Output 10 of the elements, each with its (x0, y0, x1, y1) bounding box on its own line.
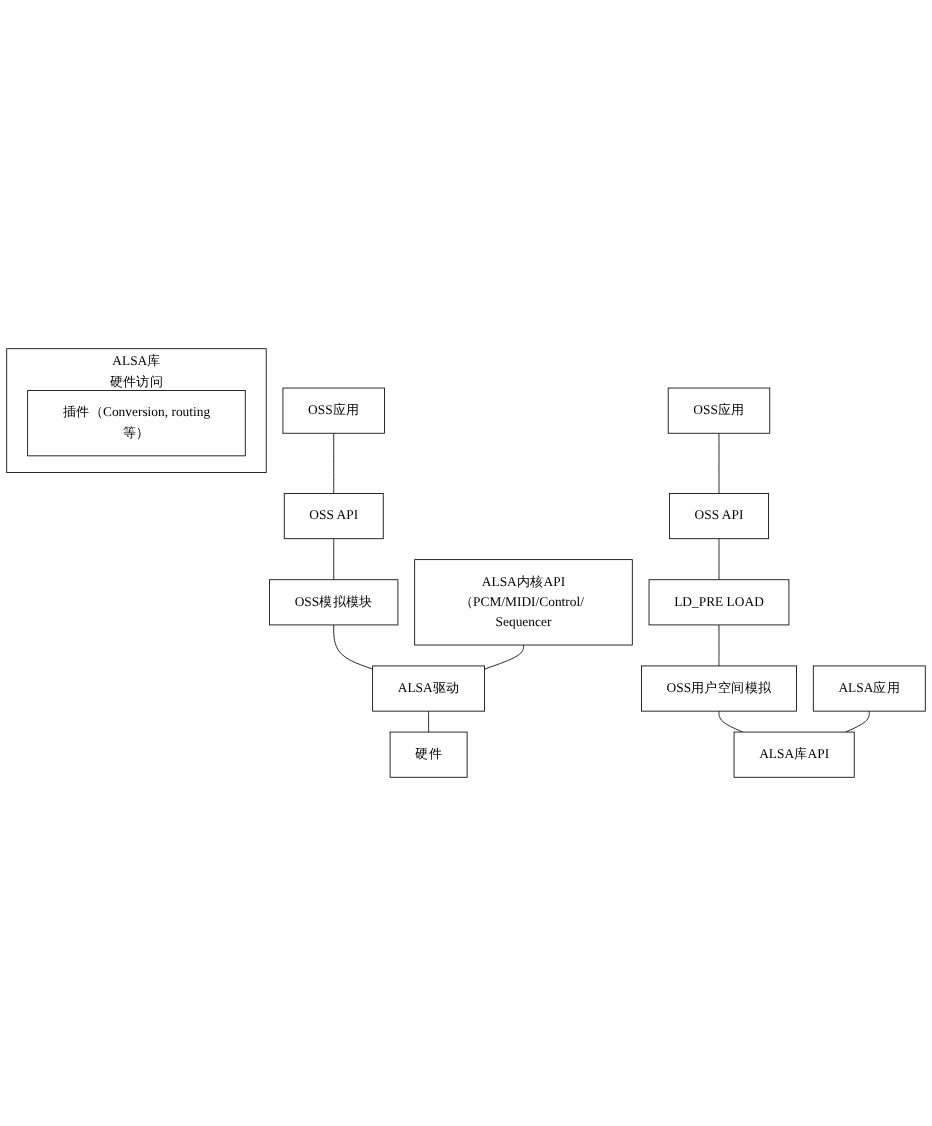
connector (428, 710, 430, 733)
connector (484, 644, 524, 670)
connector (333, 432, 335, 494)
connector (845, 710, 870, 733)
connector (718, 624, 720, 667)
connector (333, 538, 335, 581)
connector (718, 710, 744, 733)
connector (718, 432, 720, 494)
connector (718, 538, 720, 581)
connector (333, 624, 374, 670)
